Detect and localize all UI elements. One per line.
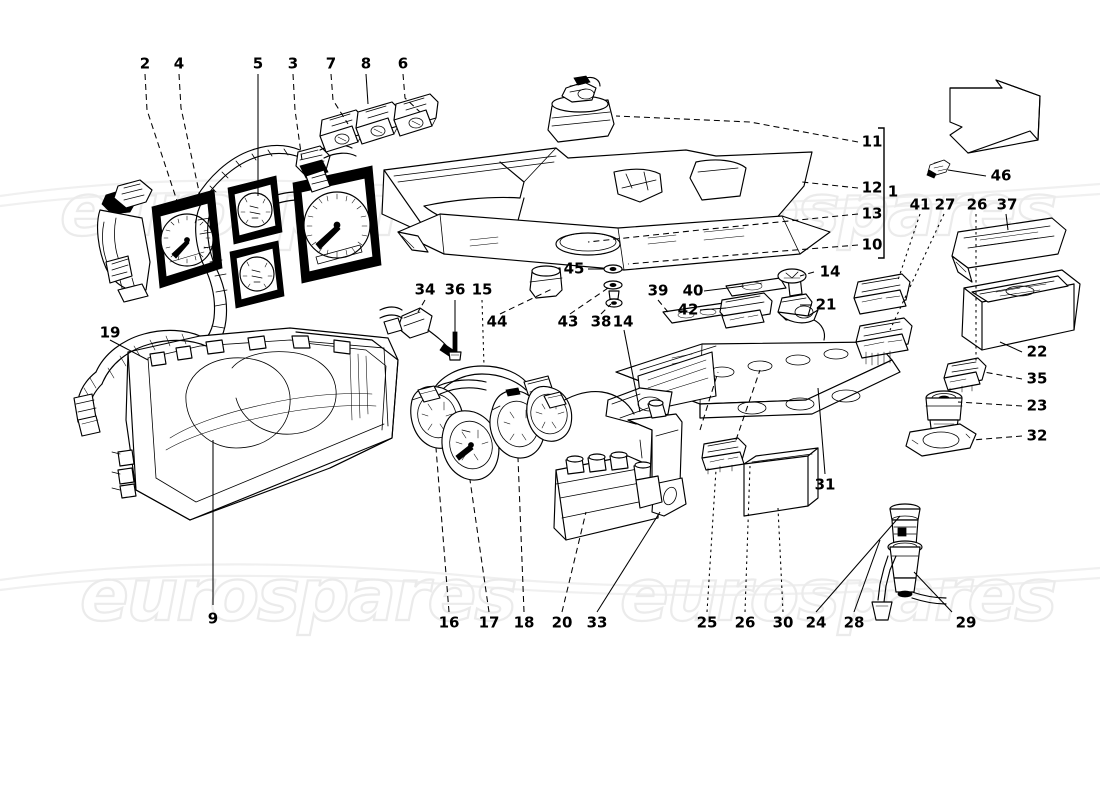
switch-small-right <box>943 357 987 395</box>
callout-22: 22 <box>1026 342 1048 361</box>
callout-1: 1 <box>887 182 899 201</box>
callout-12: 12 <box>861 178 883 197</box>
watermark-text: eurospares <box>620 553 1055 637</box>
callout-21: 21 <box>815 295 837 314</box>
callout-7: 7 <box>325 54 337 73</box>
callout-42: 42 <box>677 300 699 319</box>
watermark-swoosh-bottom <box>0 563 1100 597</box>
callout-39: 39 <box>647 281 669 300</box>
lighter-mounting-plate <box>905 423 977 457</box>
callout-27: 27 <box>934 195 956 214</box>
callout-2: 2 <box>139 54 151 73</box>
switch-panel-bezel <box>951 217 1067 283</box>
callout-4: 4 <box>173 54 185 73</box>
callout-37: 37 <box>996 195 1018 214</box>
window-switch-double <box>855 317 913 366</box>
callout-31: 31 <box>814 475 836 494</box>
callout-33: 33 <box>586 613 608 632</box>
tachometer-gauge <box>292 165 382 284</box>
callout-11: 11 <box>861 132 883 151</box>
orientation-arrow-icon <box>949 79 1041 154</box>
rocker-switch-c <box>393 93 439 137</box>
callout-23: 23 <box>1026 396 1048 415</box>
small-gauge-upper <box>227 175 283 245</box>
callout-26-top: 26 <box>966 195 988 214</box>
callout-40: 40 <box>682 281 704 300</box>
callout-5: 5 <box>252 54 264 73</box>
callout-44: 44 <box>486 312 508 331</box>
callout-45: 45 <box>563 259 585 278</box>
callout-14-top: 14 <box>819 262 841 281</box>
callout-3: 3 <box>287 54 299 73</box>
callout-9: 9 <box>207 609 219 628</box>
callout-24: 24 <box>805 613 827 632</box>
callout-30: 30 <box>772 613 794 632</box>
gauge-cluster-three <box>410 365 573 481</box>
clip-fastener-part <box>926 159 951 179</box>
callout-19: 19 <box>99 323 121 342</box>
callout-43: 43 <box>557 312 579 331</box>
callout-17: 17 <box>478 613 500 632</box>
relay-mounting-bracket <box>543 391 687 517</box>
console-panel-lower <box>605 341 901 425</box>
switch-unit-lower <box>701 437 747 475</box>
cluster-wiring-loom <box>73 329 207 437</box>
callout-25: 25 <box>696 613 718 632</box>
callout-15: 15 <box>471 280 493 299</box>
callout-14-mid: 14 <box>612 312 634 331</box>
relay-block-part <box>553 451 661 541</box>
column-switch-assembly <box>97 179 153 303</box>
small-gauge-lower <box>229 240 285 309</box>
rocker-switch-a <box>319 109 365 153</box>
rubber-plug-part <box>529 265 563 299</box>
leader-lines <box>109 73 1023 613</box>
dome-lamp-switch <box>547 75 615 143</box>
callout-8: 8 <box>360 54 372 73</box>
callout-41: 41 <box>909 195 931 214</box>
nut-retainer-part <box>603 280 623 290</box>
callout-35: 35 <box>1026 369 1048 388</box>
callout-10: 10 <box>861 235 883 254</box>
window-switch-single <box>853 273 911 315</box>
instrument-housing <box>111 327 399 521</box>
speedometer-gauge <box>151 189 223 289</box>
switch-rocker-small <box>719 292 773 329</box>
callout-38: 38 <box>590 312 612 331</box>
callout-32: 32 <box>1026 426 1048 445</box>
callout-36: 36 <box>444 280 466 299</box>
rocker-switch-b <box>355 101 401 145</box>
callout-46: 46 <box>990 166 1012 185</box>
callout-29: 29 <box>955 613 977 632</box>
bracket-arm-part <box>379 306 457 359</box>
callout-34: 34 <box>414 280 436 299</box>
harness-junction-connector <box>295 144 357 193</box>
lighter-body-assembly <box>871 503 947 621</box>
knob-cap-part <box>777 268 807 284</box>
screw-pin-part <box>448 331 462 361</box>
callout-18: 18 <box>513 613 535 632</box>
console-base-panel <box>397 213 831 271</box>
callout-26-bottom: 26 <box>734 613 756 632</box>
callout-13: 13 <box>861 204 883 223</box>
callout-16: 16 <box>438 613 460 632</box>
console-storage-tray <box>961 269 1081 351</box>
callout-20: 20 <box>551 613 573 632</box>
callout-28: 28 <box>843 613 865 632</box>
console-box-part <box>743 447 819 517</box>
callout-6: 6 <box>397 54 409 73</box>
